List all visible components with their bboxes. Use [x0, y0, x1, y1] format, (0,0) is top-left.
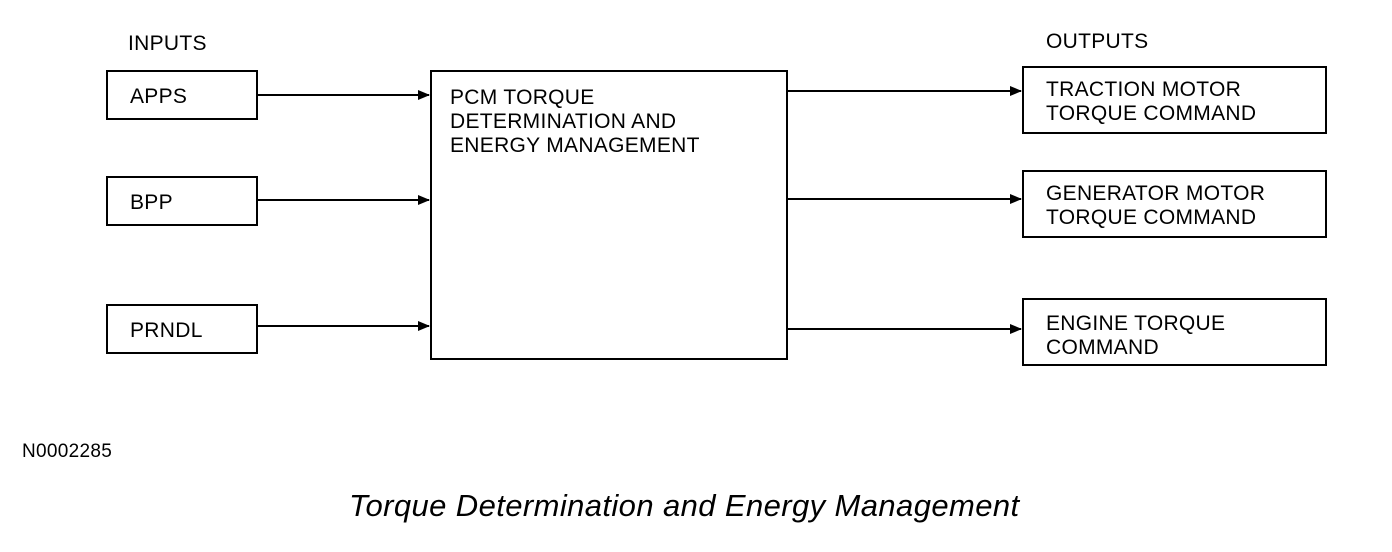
input-label-prndl: PRNDL: [130, 319, 203, 342]
figure-id: N0002285: [22, 441, 113, 462]
input-box-prndl: PRNDL: [106, 304, 258, 354]
pcm-label-line-1: PCM TORQUE: [450, 86, 595, 109]
pcm-label: PCM TORQUE DETERMINATION AND ENERGY MANA…: [450, 86, 700, 158]
output-box-engine: ENGINE TORQUE COMMAND: [1022, 298, 1327, 366]
output-label-generator-line-1: GENERATOR MOTOR: [1046, 182, 1266, 205]
pcm-box: PCM TORQUE DETERMINATION AND ENERGY MANA…: [430, 70, 788, 360]
output-label-generator: GENERATOR MOTOR TORQUE COMMAND: [1046, 182, 1265, 230]
output-label-traction: TRACTION MOTOR TORQUE COMMAND: [1046, 78, 1256, 126]
input-box-apps: APPS: [106, 70, 258, 120]
output-label-generator-line-2: TORQUE COMMAND: [1046, 206, 1257, 229]
output-label-traction-line-1: TRACTION MOTOR: [1046, 78, 1242, 101]
output-box-generator: GENERATOR MOTOR TORQUE COMMAND: [1022, 170, 1327, 238]
output-label-engine-line-2: COMMAND: [1046, 336, 1159, 359]
outputs-header: OUTPUTS: [1046, 30, 1149, 53]
output-box-traction: TRACTION MOTOR TORQUE COMMAND: [1022, 66, 1327, 134]
figure-caption: Torque Determination and Energy Manageme…: [349, 488, 1020, 523]
inputs-header: INPUTS: [128, 32, 207, 55]
pcm-label-line-3: ENERGY MANAGEMENT: [450, 134, 700, 157]
pcm-label-line-2: DETERMINATION AND: [450, 110, 677, 133]
output-label-engine-line-1: ENGINE TORQUE: [1046, 312, 1226, 335]
output-label-engine: ENGINE TORQUE COMMAND: [1046, 312, 1225, 360]
input-label-bpp: BPP: [130, 191, 173, 214]
input-label-apps: APPS: [130, 85, 188, 108]
input-box-bpp: BPP: [106, 176, 258, 226]
output-label-traction-line-2: TORQUE COMMAND: [1046, 102, 1257, 125]
